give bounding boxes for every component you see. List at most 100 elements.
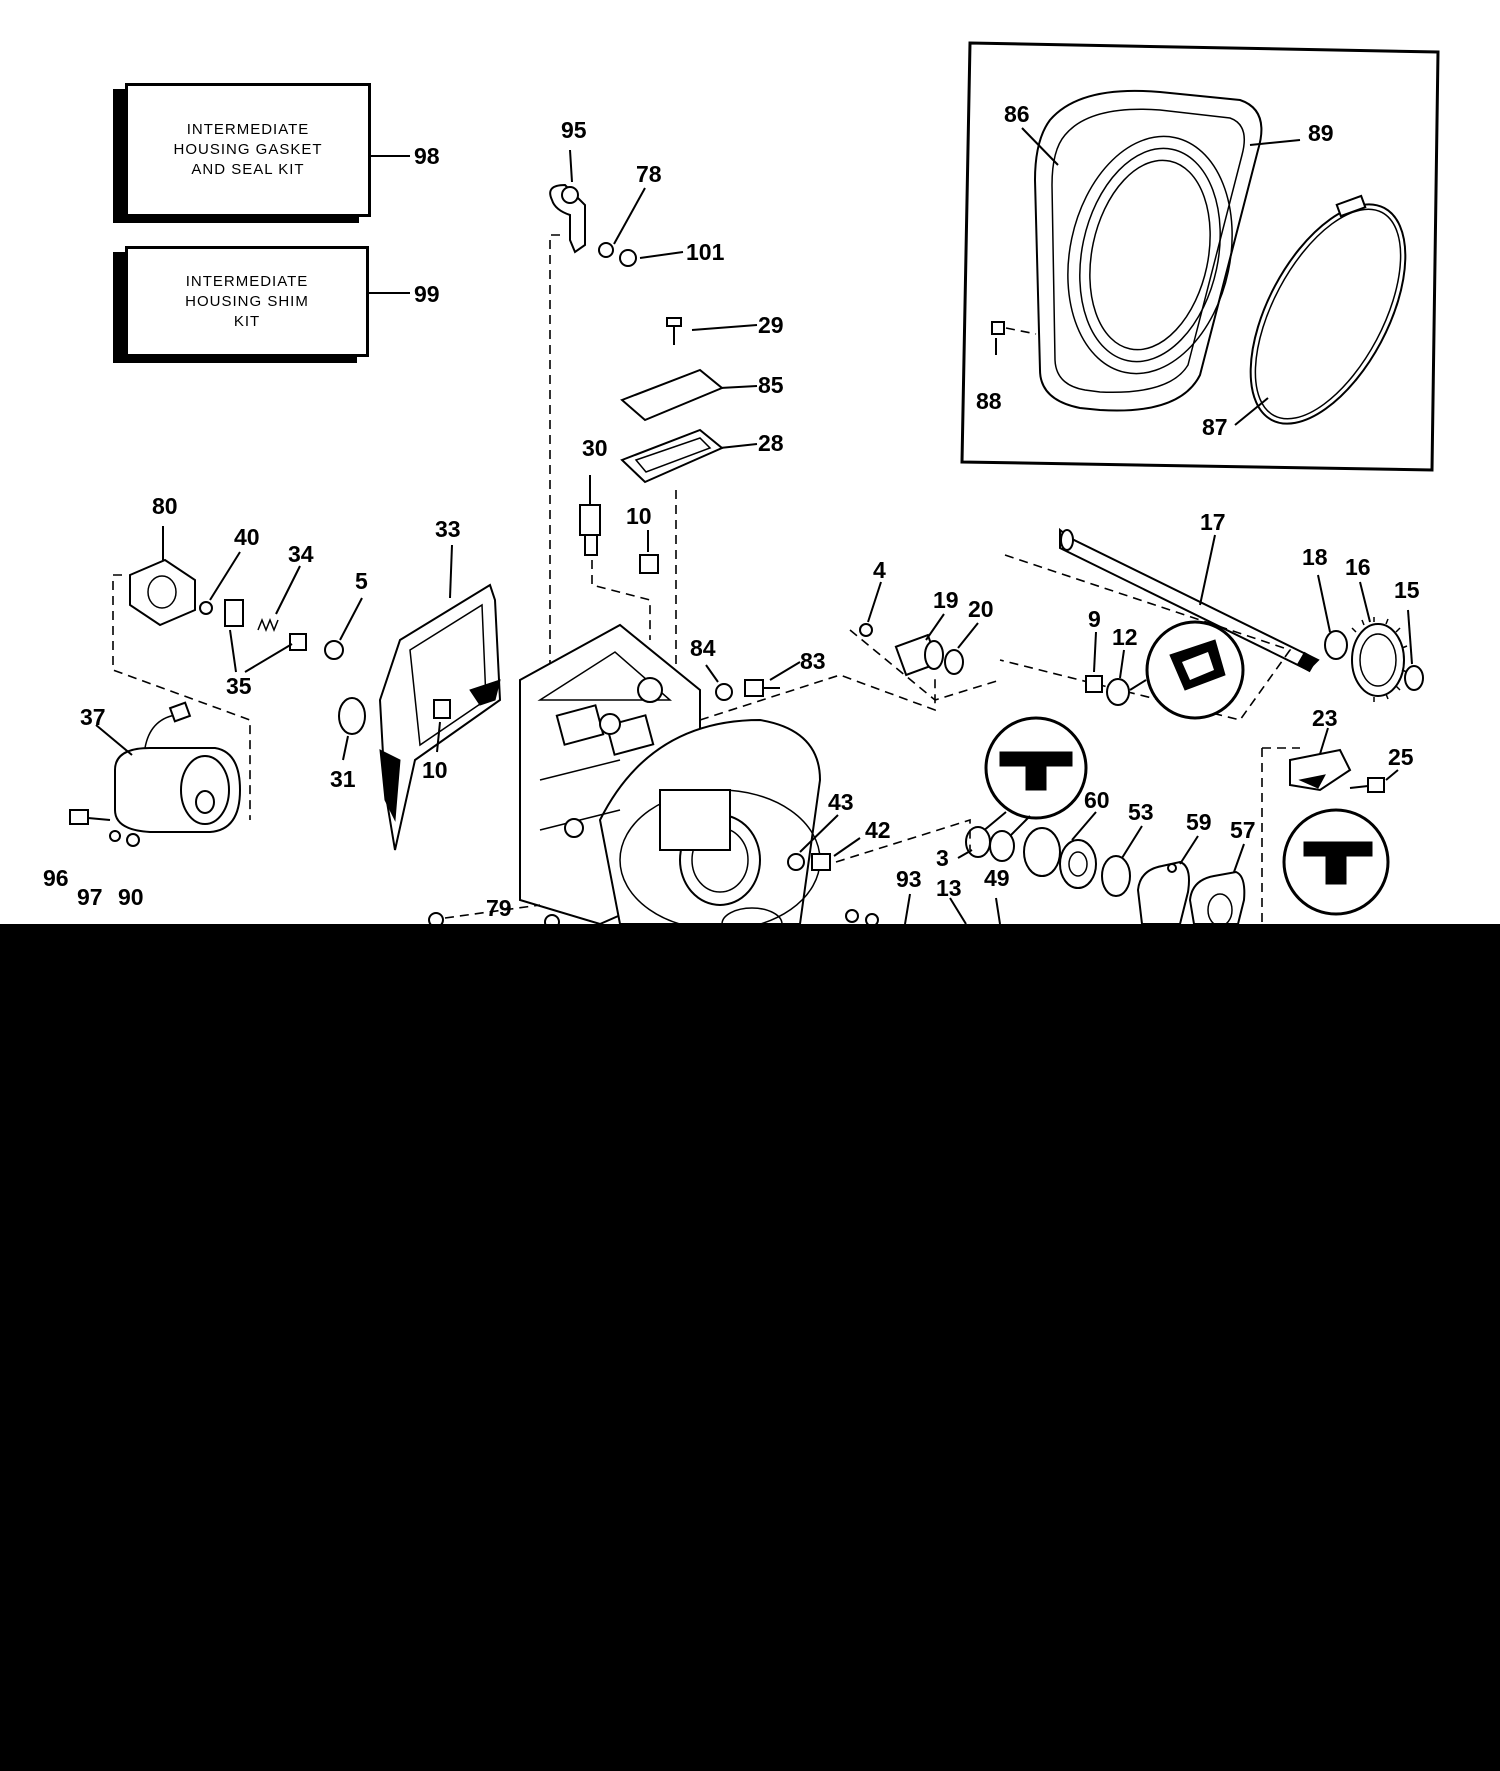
part-42-screw: [811, 853, 831, 871]
part-96-bolt: [69, 809, 111, 825]
seal-detail-bubble-3: [984, 716, 1088, 820]
leader-42: [833, 837, 861, 857]
callout-10-left: 10: [422, 757, 448, 783]
leader-10-left: [436, 721, 441, 753]
leader-17: [1199, 534, 1216, 606]
leader-86: [1021, 127, 1059, 166]
part-78-washer: [598, 242, 614, 258]
dash-line-95: [549, 234, 560, 720]
leader-18: [1317, 574, 1331, 633]
part-3-seal-b: [989, 830, 1015, 862]
callout-20: 20: [968, 596, 994, 622]
part-97-washer: [109, 830, 121, 842]
part-10-plug-top: [639, 530, 659, 574]
callout-4: 4: [873, 557, 886, 583]
leader-43: [799, 814, 839, 853]
callout-28: 28: [758, 430, 784, 456]
callout-89: 89: [1308, 120, 1334, 146]
leader-89: [1249, 139, 1301, 146]
leader-23: [1319, 727, 1329, 755]
callout-93: 93: [896, 866, 922, 892]
dash-line-left: [112, 574, 251, 820]
callout-5: 5: [355, 568, 368, 594]
leader-35b: [244, 643, 293, 673]
masked-area: [0, 924, 1500, 1771]
dash-line-83: [699, 674, 936, 721]
part-10-plug-left: [433, 699, 451, 719]
callout-31: 31: [330, 766, 356, 792]
callout-29: 29: [758, 312, 784, 338]
callout-15: 15: [1394, 577, 1420, 603]
part-85-cover: [620, 368, 724, 422]
callout-25: 25: [1388, 744, 1414, 770]
leader-13: [949, 897, 967, 924]
callout-49: 49: [984, 865, 1010, 891]
callout-95: 95: [561, 117, 587, 143]
kit-box-shim: INTERMEDIATE HOUSING SHIM KIT: [125, 246, 369, 357]
callout-53: 53: [1128, 799, 1154, 825]
callout-42: 42: [865, 817, 891, 843]
part-86-boot: [1033, 89, 1263, 412]
diagram-drawing: 95 78 101 29 85 28 30 10 80 40 34 5 35 3…: [43, 41, 1440, 924]
callout-98: 98: [414, 143, 440, 169]
part-18-washer: [1324, 630, 1348, 660]
part-84-washer: [715, 683, 733, 701]
exploded-parts-diagram: INTERMEDIATE HOUSING GASKET AND SEAL KIT…: [0, 0, 1500, 924]
callout-3: 3: [936, 845, 949, 871]
leader-49: [995, 897, 1001, 924]
leader-35a: [229, 629, 237, 673]
callout-99: 99: [414, 281, 440, 307]
callout-37: 37: [80, 704, 106, 730]
part-12-seal: [1106, 678, 1130, 706]
part-25-screw: [1349, 777, 1385, 793]
part-59-gasket: [1136, 860, 1190, 924]
part-30-fitting: [579, 475, 601, 556]
part-53-oring: [1101, 855, 1131, 897]
part-95-clip: [549, 183, 586, 254]
part-16-gear: [1351, 617, 1408, 702]
part-57-cover: [1188, 870, 1246, 924]
part-5-nut: [324, 640, 344, 660]
leader-53: [1121, 825, 1143, 859]
part-intermediate-housing: [519, 623, 822, 924]
part-40-washer: [199, 601, 213, 615]
part-90-nut: [126, 833, 140, 847]
dash-line-19: [849, 629, 1001, 701]
callout-88: 88: [976, 388, 1002, 414]
part-20-oring: [944, 649, 964, 675]
callout-13: 13: [936, 875, 962, 901]
leader-37: [95, 724, 133, 756]
part-88-screw: [991, 321, 1037, 335]
callout-17: 17: [1200, 509, 1226, 535]
part-60-bearing: [1023, 827, 1097, 889]
part-83-screw: [744, 679, 780, 697]
leader-5: [339, 597, 363, 641]
part-34-spring: [257, 617, 279, 633]
callout-60: 60: [1084, 787, 1110, 813]
part-87-clamp: [1249, 194, 1407, 425]
callout-80: 80: [152, 493, 178, 519]
part-4-washer: [859, 623, 873, 637]
part-80-gasket: [129, 558, 196, 627]
leader-19: [925, 613, 945, 641]
callout-34: 34: [288, 541, 314, 567]
part-79-washer: [428, 912, 444, 924]
leader-25: [1385, 769, 1399, 781]
callout-97: 97: [77, 884, 103, 910]
callout-43: 43: [828, 789, 854, 815]
leader-20: [957, 622, 979, 649]
callout-16: 16: [1345, 554, 1371, 580]
leader-59: [1179, 835, 1199, 865]
part-small-nut: [865, 913, 879, 924]
part-43-washer: [787, 853, 805, 871]
callout-96: 96: [43, 865, 69, 891]
callout-30: 30: [582, 435, 608, 461]
part-37-solenoid: [114, 701, 242, 833]
leader-60: [1071, 811, 1097, 841]
leader-34: [275, 565, 301, 615]
callout-19: 19: [933, 587, 959, 613]
leader-95: [569, 149, 573, 183]
seal-detail-bubble-57: [1282, 808, 1390, 916]
leader-40: [209, 551, 241, 601]
callout-35: 35: [226, 673, 252, 699]
